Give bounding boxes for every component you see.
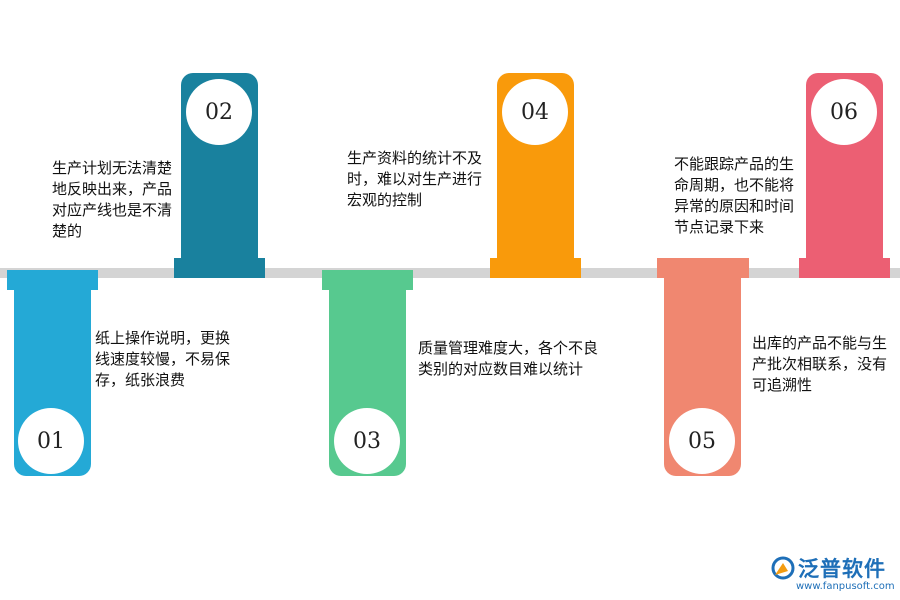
step-04-description: 生产资料的统计不及时，难以对生产进行宏观的控制	[347, 149, 483, 209]
logo-url: www.fanpusoft.com	[796, 581, 895, 592]
step-02-number: 02	[186, 79, 252, 145]
step-02-cap	[174, 258, 265, 278]
step-03-description: 质量管理难度大，各个不良类别的对应数目难以统计	[418, 339, 599, 378]
step-06-description: 不能跟踪产品的生命周期，也不能将异常的原因和时间节点记录下来	[674, 155, 795, 236]
step-02-description: 生产计划无法清楚地反映出来，产品对应产线也是不清楚的	[52, 159, 173, 240]
logo-name: 泛普软件	[798, 557, 886, 581]
step-06-number: 06	[811, 79, 877, 145]
brand-logo: 泛普软件 www.fanpusoft.com	[770, 553, 895, 598]
step-03-number: 03	[334, 408, 400, 474]
logo-icon	[771, 556, 795, 580]
step-04-cap	[490, 258, 581, 278]
step-04-number: 04	[502, 79, 568, 145]
step-05-description: 出库的产品不能与生产批次相联系，没有可追溯性	[752, 334, 888, 394]
step-01-description: 纸上操作说明，更换线速度较慢，不易保存，纸张浪费	[95, 329, 231, 389]
step-05-number: 05	[669, 408, 735, 474]
step-01-number: 01	[18, 408, 84, 474]
timeline-bar	[0, 268, 900, 278]
step-06-cap	[799, 258, 890, 278]
